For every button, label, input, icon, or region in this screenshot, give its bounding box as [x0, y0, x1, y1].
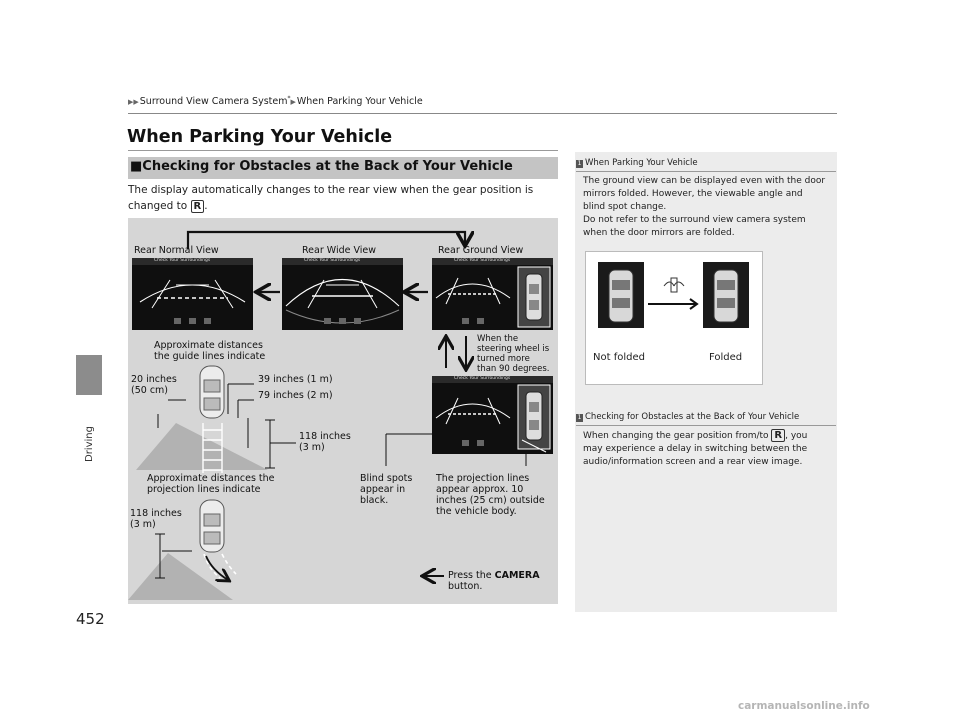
breadcrumb-arrow-icon: ▶▶	[128, 98, 139, 106]
note-2-title: Checking for Obstacles at the Back of Yo…	[585, 412, 799, 422]
car-top-view-1	[200, 366, 224, 418]
note-1-line-2: mirrors folded. However, the viewable an…	[583, 188, 803, 201]
section-title: ■Checking for Obstacles at the Back of Y…	[130, 159, 513, 174]
steering-note-1: When the	[477, 334, 518, 344]
screen-rear-normal: Check Your Surroundings	[132, 258, 253, 330]
chapter-tab	[76, 355, 102, 395]
title-divider	[128, 150, 558, 151]
page-number: 452	[76, 610, 105, 628]
note-2-line-1: When changing the gear position from/to …	[583, 429, 807, 443]
breadcrumb-part-2[interactable]: When Parking Your Vehicle	[297, 96, 423, 107]
dist-118a-line-1: 118 inches	[299, 431, 351, 442]
press-camera-note: Press the CAMERA	[448, 570, 540, 581]
label-rear-wide-view: Rear Wide View	[302, 245, 376, 256]
rear-ground-turned-lines	[432, 376, 553, 454]
blind-spots-line-3: black.	[360, 495, 388, 506]
screen-rear-wide: Check Your Surroundings	[282, 258, 403, 330]
steering-note-4: than 90 degrees.	[477, 364, 549, 374]
dist-79: 79 inches (2 m)	[258, 390, 333, 401]
steering-note-2: steering wheel is	[477, 344, 549, 354]
rear-view-diagram: Check Your Surroundings Check Your Surro…	[128, 218, 558, 604]
note-2-line-3: audio/information screen and a rear view…	[583, 456, 802, 469]
mirror-fold-graphic	[586, 252, 764, 386]
guide-caption-line-1: Approximate distances	[154, 340, 263, 351]
note-1-divider	[576, 171, 836, 172]
chapter-label: Driving	[84, 402, 114, 462]
note-1-line-4: Do not refer to the surround view camera…	[583, 214, 806, 227]
rear-wide-lines	[282, 258, 403, 330]
breadcrumb: ▶▶Surround View Camera System*▶When Park…	[128, 95, 423, 107]
projection-note-4: the vehicle body.	[436, 506, 517, 517]
blind-spots-line-2: appear in	[360, 484, 405, 495]
dist-118b-line-2: (3 m)	[130, 519, 156, 530]
label-folded: Folded	[709, 351, 742, 364]
screen-rear-ground-turned: Check Your Surroundings	[432, 376, 553, 454]
intro-text: The display automatically changes to the…	[128, 184, 533, 212]
label-rear-ground-view: Rear Ground View	[438, 245, 523, 256]
label-not-folded: Not folded	[593, 351, 645, 364]
dist-118b-line-1: 118 inches	[130, 508, 182, 519]
dist-20-line-1: 20 inches	[131, 374, 177, 385]
screen-rear-ground: Check Your Surroundings	[432, 258, 553, 330]
dist-20-line-2: (50 cm)	[131, 385, 168, 396]
note-1-title: When Parking Your Vehicle	[585, 158, 698, 168]
intro-tail: .	[204, 200, 207, 212]
projection-note-3: inches (25 cm) outside	[436, 495, 545, 506]
note-2-line-1b: , you	[785, 431, 807, 441]
note-1-line-5: when the door mirrors are folded.	[583, 227, 735, 240]
gear-key-badge: R	[191, 200, 205, 213]
guide-caption-line-2: the guide lines indicate	[154, 351, 265, 362]
dist-39: 39 inches (1 m)	[258, 374, 333, 385]
note-2-number: 1	[576, 414, 583, 422]
proj-caption-line-2: projection lines indicate	[147, 484, 261, 495]
header-divider	[128, 113, 837, 114]
note-1-line-3: blind spot change.	[583, 201, 666, 214]
note-1-number: 1	[576, 160, 583, 168]
breadcrumb-part-1[interactable]: Surround View Camera System	[140, 96, 288, 107]
note-2-line-2: may experience a delay in switching betw…	[583, 443, 807, 456]
proj-caption-line-1: Approximate distances the	[147, 473, 275, 484]
car-top-view-2	[200, 500, 224, 552]
intro-paragraph: The display automatically changes to the…	[128, 182, 558, 214]
press-camera-suffix: button.	[448, 581, 482, 592]
mirror-fold-figure: Not folded Folded	[585, 251, 763, 385]
projection-note-1: The projection lines	[436, 473, 529, 484]
rear-normal-lines	[132, 258, 253, 330]
steering-note-3: turned more	[477, 354, 530, 364]
dist-118a-line-2: (3 m)	[299, 442, 325, 453]
breadcrumb-arrow-icon: ▶	[290, 98, 295, 106]
page-title: When Parking Your Vehicle	[127, 127, 392, 147]
blind-spots-line-1: Blind spots	[360, 473, 412, 484]
projection-note-2: appear approx. 10	[436, 484, 523, 495]
label-rear-normal-view: Rear Normal View	[134, 245, 219, 256]
gear-key-badge: R	[771, 429, 785, 442]
note-1-line-1: The ground view can be displayed even wi…	[583, 175, 825, 188]
camera-button-name: CAMERA	[495, 570, 540, 581]
rear-ground-lines	[432, 258, 553, 330]
projection-area-2	[128, 553, 233, 600]
note-2-line-1a: When changing the gear position from/to	[583, 431, 771, 441]
turning-arrow	[206, 556, 228, 580]
note-2-divider	[576, 425, 836, 426]
watermark: carmanualsonline.info	[738, 700, 870, 712]
press-prefix: Press the	[448, 570, 495, 581]
